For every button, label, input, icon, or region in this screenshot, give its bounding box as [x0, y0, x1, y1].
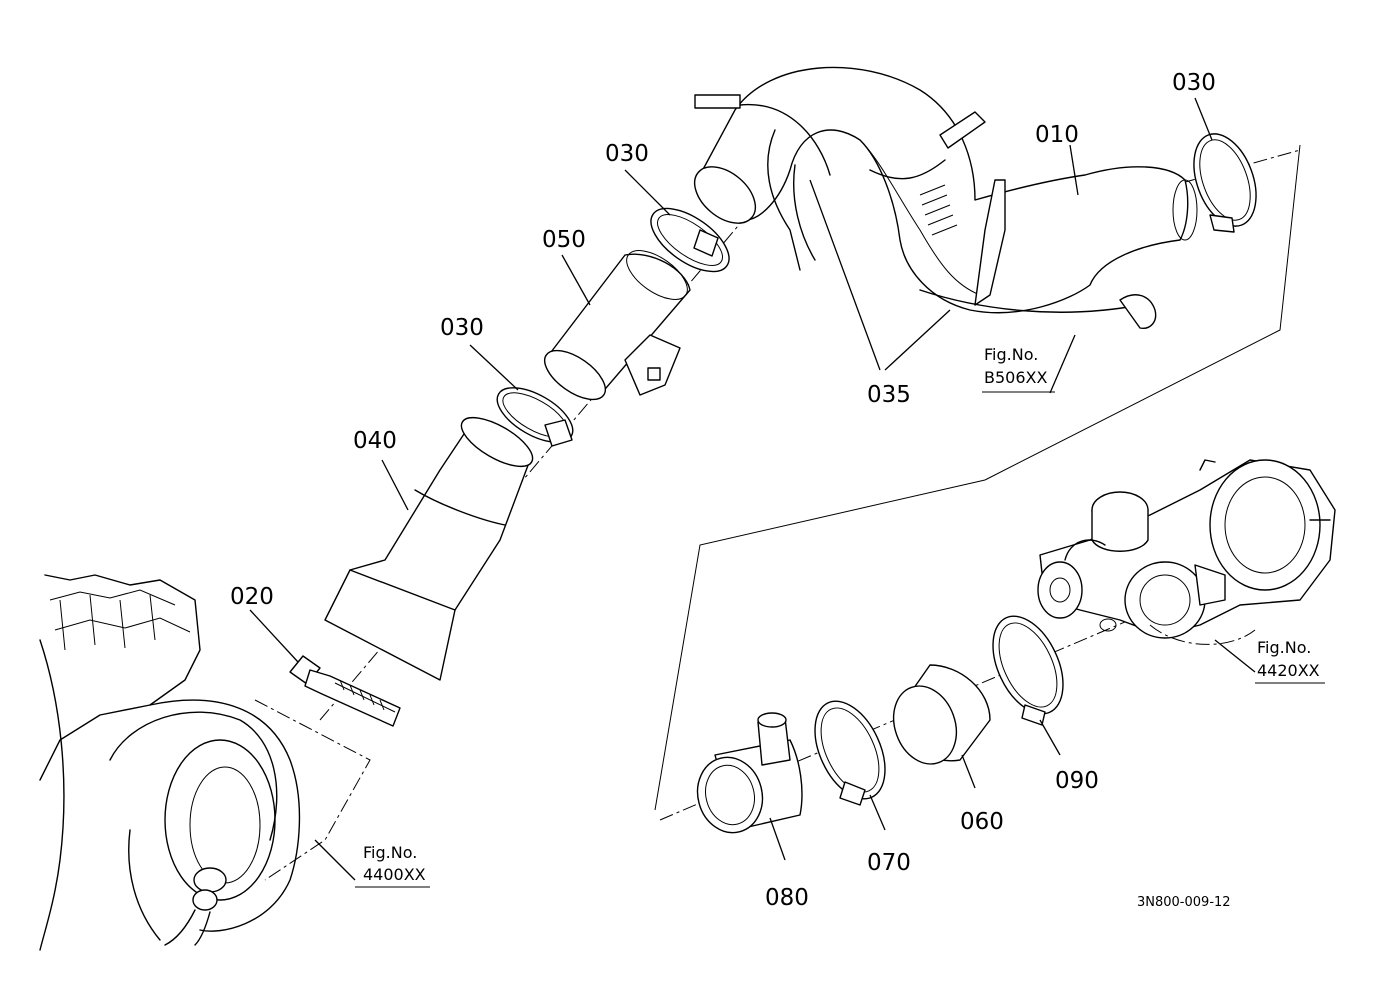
- frame-b506xx: [984, 144, 1301, 481]
- label-020: 020: [230, 584, 274, 610]
- figref-4400xx: Fig.No. 4400XX: [355, 843, 430, 888]
- figref-4400xx-prefix: Fig.No.: [363, 843, 417, 862]
- sensor-tube-050: [544, 250, 691, 401]
- hose-060: [892, 664, 991, 765]
- figref-4420xx: Fig.No. 4420XX: [1255, 638, 1325, 684]
- turbocharger-assembly: [1037, 459, 1336, 673]
- label-090: 090: [1055, 768, 1099, 794]
- leader-lines: [249, 97, 1213, 881]
- figref-b506xx: Fig.No. B506XX: [982, 345, 1055, 393]
- figref-b506xx-number: B506XX: [984, 368, 1047, 387]
- figref-4420xx-number: 4420XX: [1257, 661, 1320, 680]
- label-030-middle: 030: [605, 141, 649, 167]
- label-070: 070: [867, 850, 911, 876]
- hose-040: [324, 416, 534, 681]
- clamp-030-middle: [650, 207, 730, 273]
- hose-010: [693, 66, 1198, 329]
- clamp-020: [289, 655, 401, 727]
- label-030-top: 030: [1172, 70, 1216, 96]
- document-code: 3N800-009-12: [1137, 895, 1231, 910]
- label-040: 040: [353, 428, 397, 454]
- label-080: 080: [765, 885, 809, 911]
- figref-4420xx-prefix: Fig.No.: [1257, 638, 1311, 657]
- clamp-030-lower: [496, 387, 574, 447]
- figref-b506xx-prefix: Fig.No.: [984, 345, 1038, 364]
- label-035: 035: [867, 382, 911, 408]
- air-cleaner-assembly: [39, 574, 371, 951]
- clamp-090: [992, 615, 1064, 726]
- figref-4400xx-number: 4400XX: [363, 865, 426, 884]
- label-060: 060: [960, 809, 1004, 835]
- tee-pipe-080: [696, 712, 803, 834]
- label-010: 010: [1035, 122, 1079, 148]
- label-050: 050: [542, 227, 586, 253]
- clamp-030-top: [1193, 133, 1257, 233]
- clamp-070: [814, 700, 886, 806]
- label-030-lower: 030: [440, 315, 484, 341]
